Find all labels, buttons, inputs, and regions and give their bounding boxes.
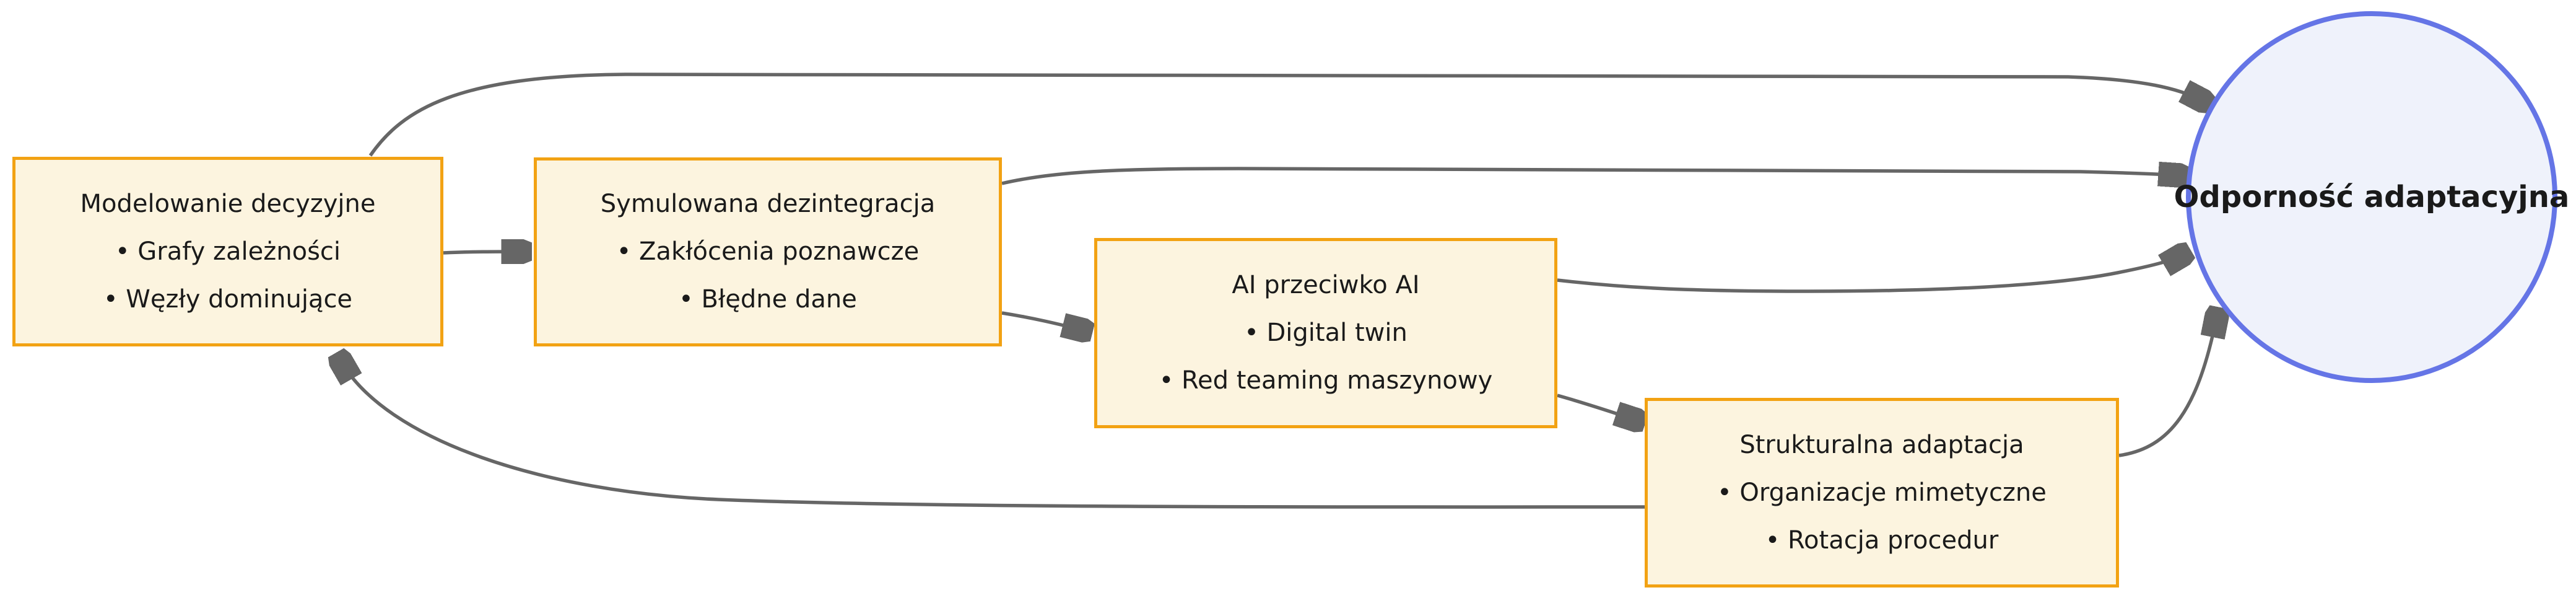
edge-m3-to-m4: [1557, 394, 1637, 420]
node-title: Modelowanie decyzyjne: [80, 189, 376, 218]
node-odpornosc-adaptacyjna: Odporność adaptacyjna: [2174, 11, 2569, 383]
edge-m3-to-goal: [1557, 255, 2183, 293]
node-strukturalna-adaptacja: Strukturalna adaptacja • Organizacje mim…: [1645, 398, 2119, 588]
edge-m1-to-m2: [443, 252, 523, 253]
node-title: Symulowana dezintegracja: [600, 190, 936, 218]
edge-m4-to-goal: [2118, 316, 2217, 457]
node-bullet: • Rotacja procedur: [1765, 526, 1999, 555]
node-bullet: • Red teaming maszynowy: [1159, 366, 1493, 395]
node-ai-przeciwko-ai: AI przeciwko AI • Digital twin • Red tea…: [1094, 238, 1557, 428]
node-symulowana-dezintegracja: Symulowana dezintegracja • Zakłócenia po…: [534, 157, 1002, 346]
node-bullet: • Organizacje mimetyczne: [1717, 478, 2047, 507]
node-bullet: • Węzły dominujące: [103, 284, 353, 314]
edge-m2-to-m3: [1001, 311, 1084, 330]
edge-m1-to-goal: [368, 72, 2203, 157]
node-modelowanie-decyzyjne: Modelowanie decyzyjne • Grafy zależności…: [12, 157, 443, 346]
node-bullet: • Grafy zależności: [115, 237, 341, 266]
edge-m2-to-goal: [1001, 169, 2180, 183]
node-title: AI przeciwko AI: [1232, 271, 1420, 299]
goal-label: Odporność adaptacyjna: [2174, 180, 2570, 214]
node-bullet: • Digital twin: [1244, 319, 1408, 347]
node-bullet: • Zakłócenia poznawcze: [616, 237, 920, 266]
node-title: Strukturalna adaptacja: [1739, 430, 2024, 459]
node-bullet: • Błędne dane: [679, 285, 857, 314]
